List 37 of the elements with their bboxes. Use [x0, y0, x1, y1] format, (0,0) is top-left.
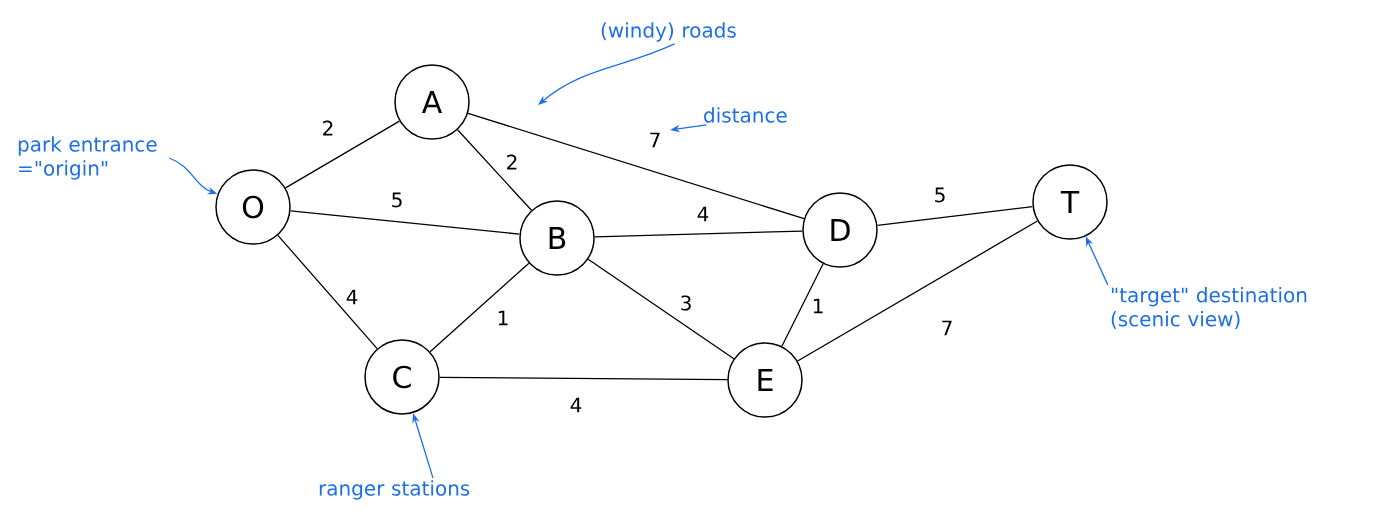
edge-label: 1: [810, 297, 826, 315]
edge-label: 2: [504, 153, 520, 171]
road-line: [781, 263, 824, 347]
edge-label: 7: [647, 131, 663, 149]
road-line: [456, 129, 533, 211]
road-line: [277, 234, 378, 350]
graph-node: B: [519, 200, 595, 276]
graph-node: E: [727, 342, 803, 418]
graph-node: C: [364, 339, 440, 415]
road-line: [439, 376, 728, 381]
edge-label: 4: [695, 205, 711, 223]
edge-label: 5: [389, 191, 405, 209]
road-line: [587, 258, 735, 360]
graph-node: T: [1032, 164, 1108, 240]
road-line: [467, 112, 805, 220]
road-line: [796, 220, 1039, 362]
edge-label: 2: [320, 119, 336, 137]
annotation-text: distance: [704, 107, 787, 123]
graph-node: O: [215, 169, 291, 245]
edge-label: 3: [678, 294, 694, 312]
annotation-text: ranger stations: [319, 480, 470, 500]
graph-node: A: [394, 64, 470, 140]
annotation-text: "target" destination (scenic view): [1111, 287, 1307, 329]
edge-label: 1: [495, 309, 511, 327]
edge-label: 4: [568, 396, 584, 414]
road-line: [289, 210, 521, 235]
road-line: [594, 230, 803, 238]
road-line: [284, 120, 401, 189]
road-line: [876, 205, 1034, 227]
edge-label: 7: [939, 319, 955, 337]
edge-label: 4: [344, 288, 360, 306]
graph-node: D: [802, 192, 878, 268]
annotation-text: park entrance ="origin": [18, 136, 157, 180]
road-line: [429, 262, 530, 353]
annotation-text: (windy) roads: [601, 22, 736, 42]
leader-arrow: [538, 43, 676, 105]
edge-label: 5: [932, 186, 948, 204]
